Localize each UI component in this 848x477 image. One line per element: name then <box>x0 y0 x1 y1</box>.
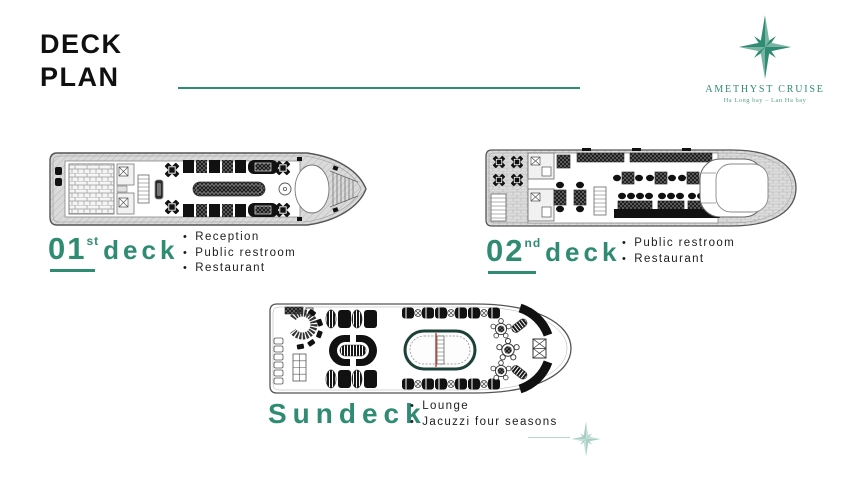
page-title: DECK PLAN <box>40 28 123 94</box>
feature-item: Public restroom <box>622 236 735 252</box>
brand-logo: AMETHYST CRUISE Ha Long bay – Lan Ha bay <box>700 12 830 104</box>
deck-01-underline <box>50 269 95 272</box>
deck-02-ordinal: nd <box>524 236 542 250</box>
feature-item: Restaurant <box>183 261 296 277</box>
page-title-line2: PLAN <box>40 62 120 92</box>
brand-name: AMETHYST CRUISE <box>705 84 825 95</box>
deck-02-number: 02 <box>486 233 525 268</box>
title-divider <box>178 87 580 89</box>
deck-01-floor-plan <box>49 152 367 226</box>
deck-01-features: Reception Public restroom Restaurant <box>183 230 296 277</box>
feature-item: Jacuzzi four seasons <box>410 415 558 431</box>
compass-star-icon <box>738 15 792 79</box>
decorative-line <box>528 437 570 438</box>
sundeck-features: Lounge Jacuzzi four seasons <box>410 399 558 430</box>
feature-item: Public restroom <box>183 246 296 262</box>
page-title-line1: DECK <box>40 29 123 59</box>
deck-02-underline <box>488 271 536 274</box>
deck-02-features: Public restroom Restaurant <box>622 236 735 267</box>
deck-01-ordinal: st <box>86 234 100 248</box>
deck-02-floor-plan <box>485 148 797 227</box>
deck-02-word: deck <box>545 237 621 267</box>
deck-01-number: 01 <box>48 231 87 266</box>
deck-01-word: deck <box>103 235 179 265</box>
decorative-compass-star-icon <box>571 421 601 457</box>
feature-item: Restaurant <box>622 252 735 268</box>
feature-item: Lounge <box>410 399 558 415</box>
brand-tagline: Ha Long bay – Lan Ha bay <box>723 97 807 104</box>
sundeck-floor-plan <box>269 303 572 394</box>
feature-item: Reception <box>183 230 296 246</box>
sundeck-label: Sundeck <box>268 398 427 429</box>
